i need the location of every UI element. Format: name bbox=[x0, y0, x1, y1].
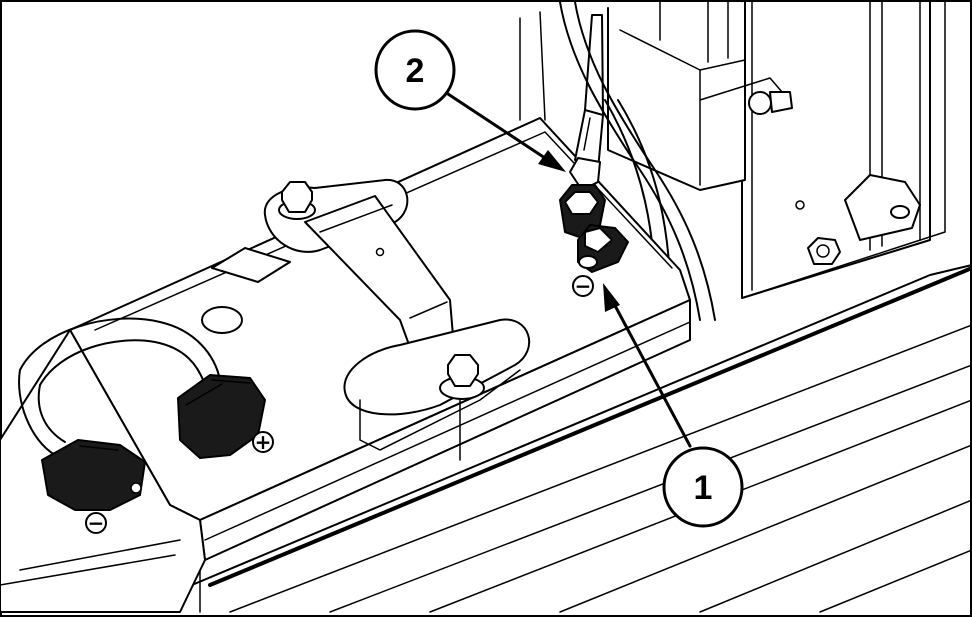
callout-2-label: 2 bbox=[406, 52, 425, 90]
negative-mark-post-symbol: − bbox=[575, 274, 592, 298]
negative-cable-clamp bbox=[559, 184, 629, 273]
leader-2 bbox=[446, 92, 550, 162]
callout-2-circle bbox=[374, 29, 456, 111]
callout-1-label: 1 bbox=[694, 469, 713, 507]
ground-cable bbox=[569, 14, 604, 191]
negative-mark-front bbox=[85, 512, 107, 534]
callout-leaders bbox=[446, 92, 692, 448]
callout-1-circle bbox=[662, 446, 744, 528]
positive-mark-symbol: + bbox=[255, 430, 272, 454]
background-equipment bbox=[519, 1, 946, 299]
negative-mark-post bbox=[572, 275, 594, 297]
leader-1 bbox=[610, 298, 692, 448]
arrowhead-1 bbox=[603, 283, 620, 312]
polarity-marks: + − − bbox=[85, 274, 594, 535]
positive-mark bbox=[252, 431, 274, 453]
callout-2: 2 bbox=[374, 29, 456, 111]
callout-1: 1 bbox=[662, 446, 744, 528]
jumper-cable bbox=[18, 317, 221, 456]
hold-down-clamp bbox=[263, 178, 531, 461]
negative-terminal-boot bbox=[41, 439, 146, 511]
arrowhead-2 bbox=[538, 150, 566, 172]
negative-mark-front-symbol: − bbox=[88, 511, 105, 535]
